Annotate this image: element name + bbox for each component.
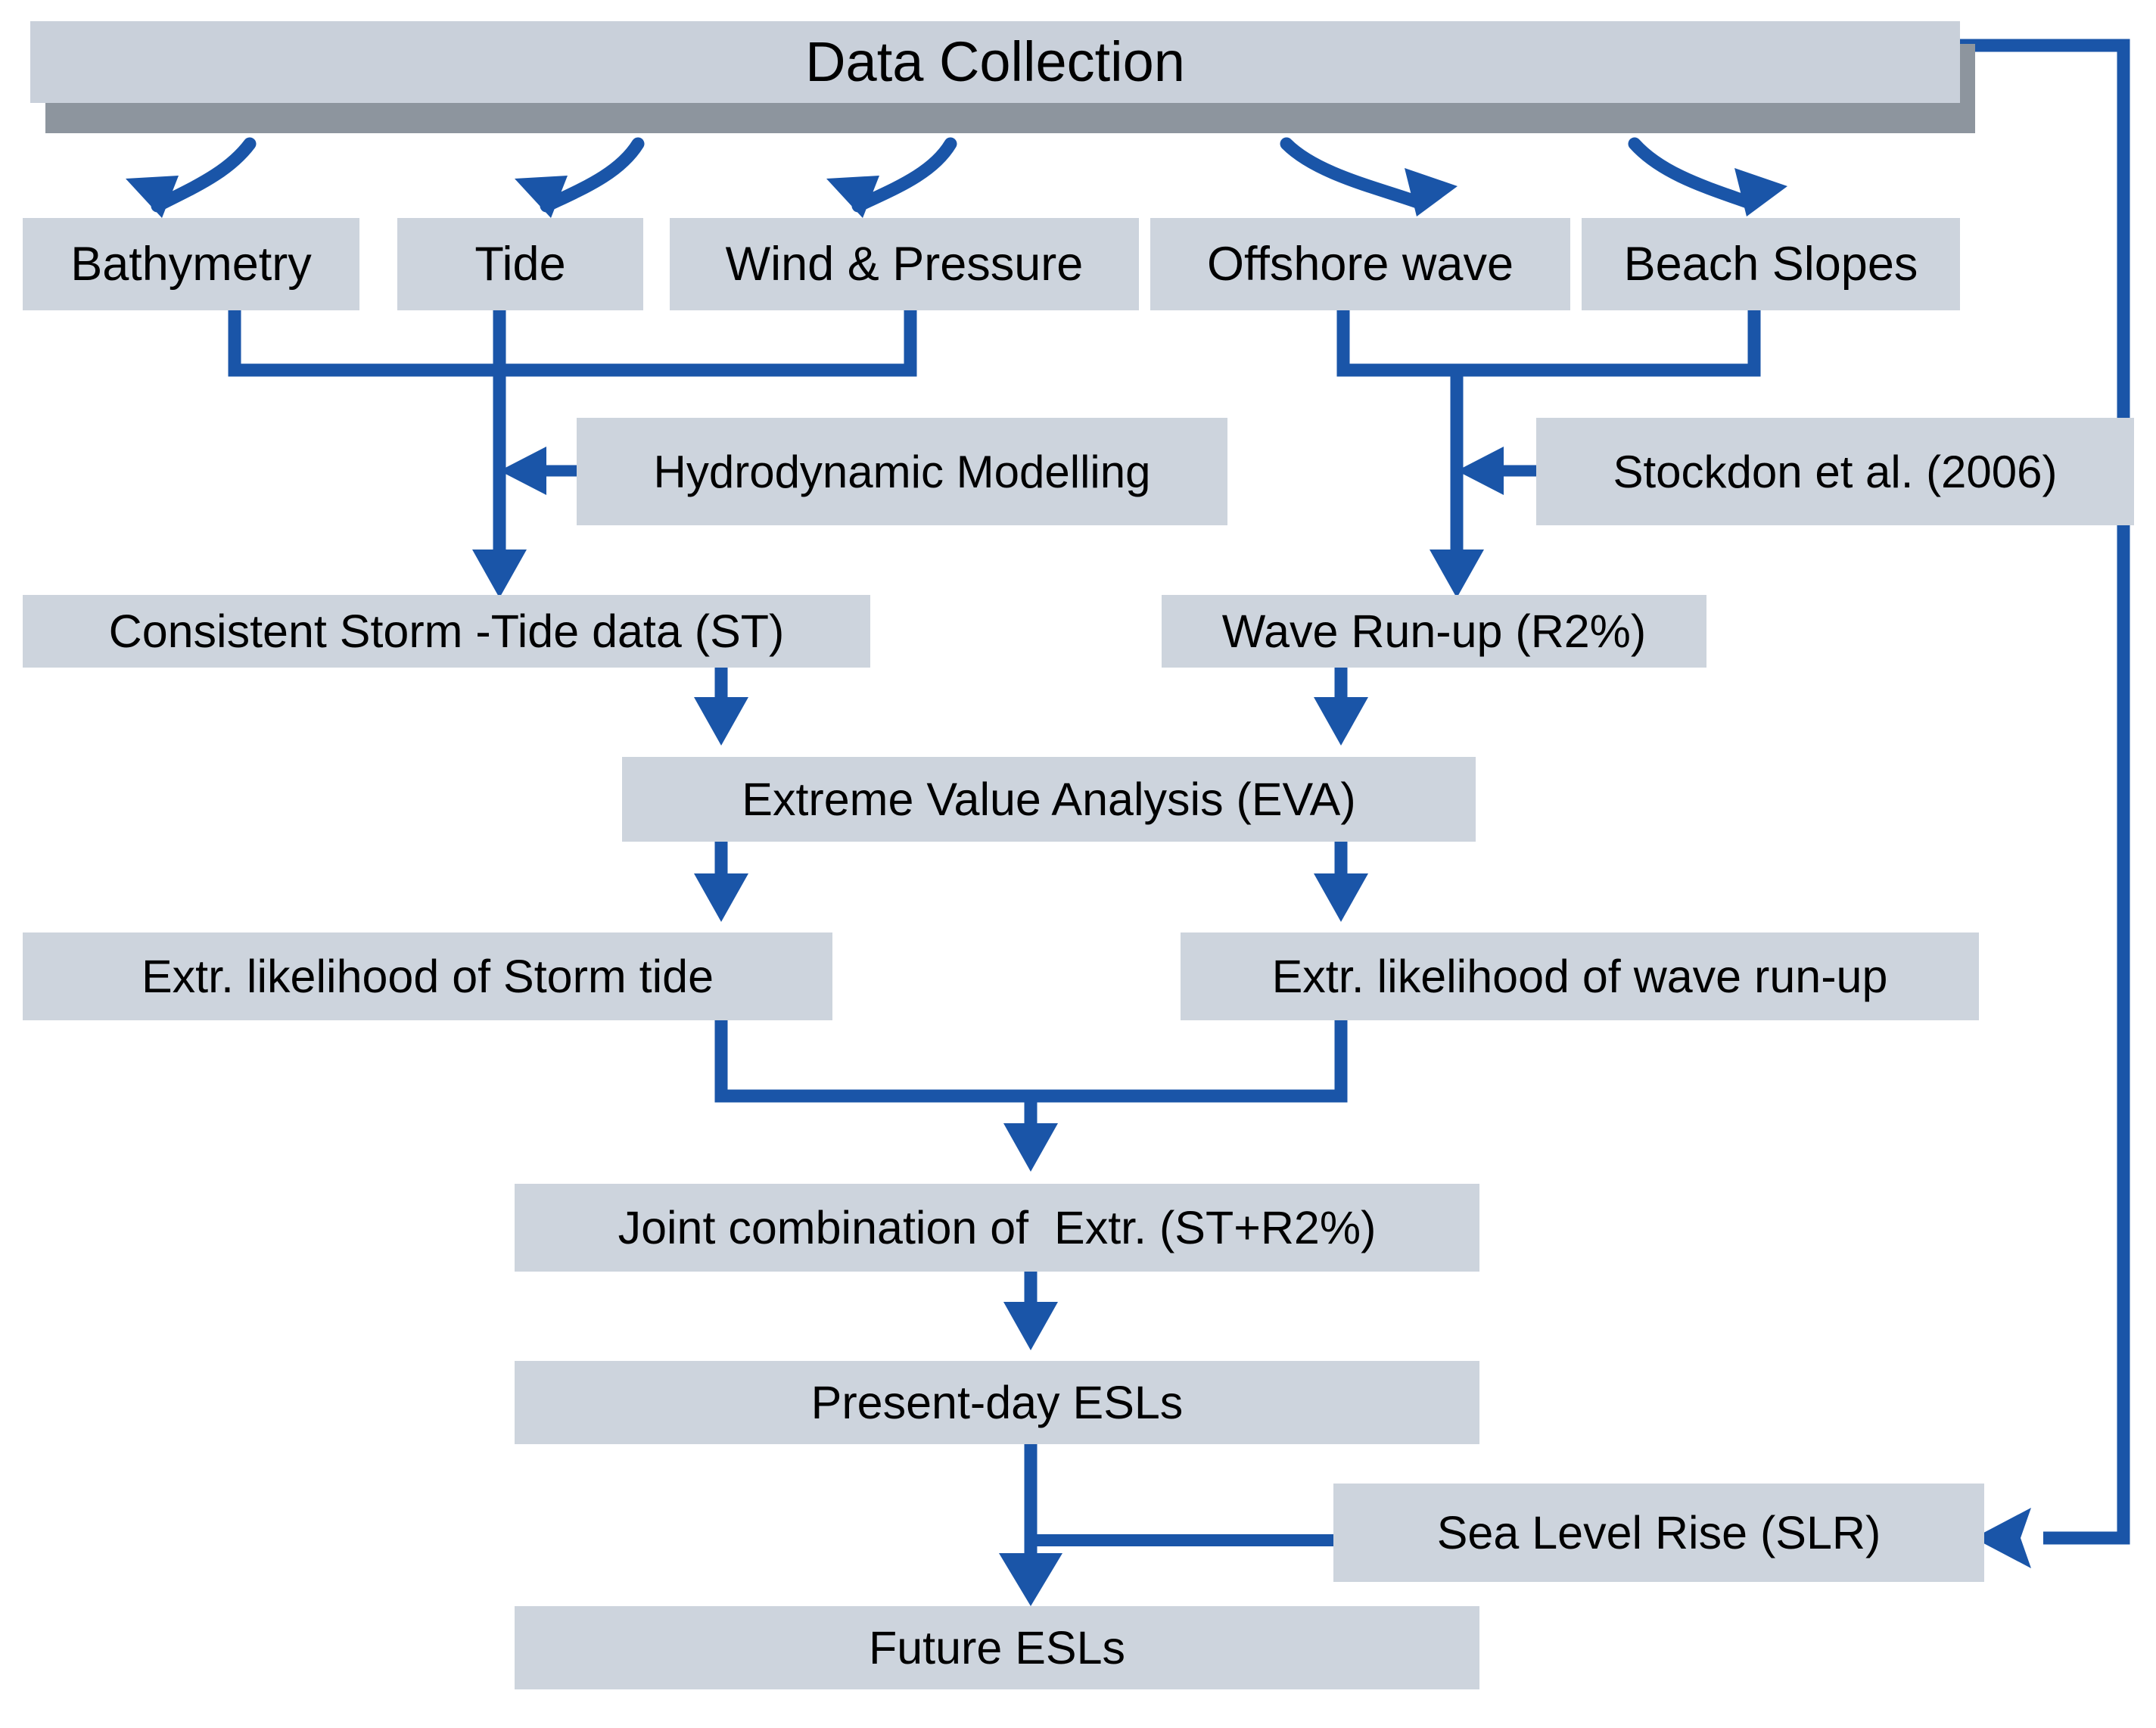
- node-storm-tide-data[interactable]: Consistent Storm -Tide data (ST): [23, 595, 870, 668]
- arrowhead-stormtide-eva: [694, 697, 748, 746]
- node-sea-level-rise[interactable]: Sea Level Rise (SLR): [1333, 1484, 1984, 1582]
- node-data-collection[interactable]: Data Collection: [30, 21, 1960, 103]
- node-hydrodynamic-modelling[interactable]: Hydrodynamic Modelling: [577, 418, 1227, 525]
- node-tide[interactable]: Tide: [397, 218, 643, 310]
- edge-feedback-datacollection-to-slr: [1956, 39, 2130, 1545]
- arrowhead-joint: [1003, 1123, 1058, 1172]
- node-wave-runup[interactable]: Wave Run-up (R2%): [1162, 595, 1706, 668]
- node-future-esls[interactable]: Future ESLs: [515, 1606, 1479, 1689]
- arrowhead-eva-waverunup: [1314, 873, 1368, 922]
- node-extr-storm-tide[interactable]: Extr. likelihood of Storm tide: [23, 932, 832, 1020]
- node-stockdon[interactable]: Stockdon et al. (2006): [1536, 418, 2134, 525]
- arrowhead-stockdon: [1457, 447, 1504, 495]
- edge-arrowheads-sources: [126, 168, 1787, 218]
- arrowhead-future: [999, 1553, 1062, 1606]
- node-joint-combination[interactable]: Joint combination of Extr. (ST+R2%): [515, 1184, 1479, 1272]
- arrowhead-present: [1003, 1302, 1058, 1350]
- node-extr-wave-runup[interactable]: Extr. likelihood of wave run-up: [1181, 932, 1979, 1020]
- arrowhead-to-storm-tide: [472, 550, 527, 598]
- node-wind-pressure[interactable]: Wind & Pressure: [670, 218, 1139, 310]
- arrowhead-to-wave-runup: [1430, 550, 1484, 598]
- node-eva[interactable]: Extreme Value Analysis (EVA): [622, 757, 1476, 842]
- node-beach-slopes[interactable]: Beach Slopes: [1582, 218, 1960, 310]
- arrowhead-eva-stormtide: [694, 873, 748, 922]
- node-offshore-wave[interactable]: Offshore wave: [1150, 218, 1570, 310]
- node-bathymetry[interactable]: Bathymetry: [23, 218, 359, 310]
- arrowhead-waverunup-eva: [1314, 697, 1368, 746]
- arrowhead-hydrodynamic: [499, 447, 546, 495]
- edge-datacollection-to-sources: [151, 137, 1756, 213]
- edge-merge-extr-to-joint: [714, 1020, 1348, 1144]
- node-present-day-esls[interactable]: Present-day ESLs: [515, 1361, 1479, 1444]
